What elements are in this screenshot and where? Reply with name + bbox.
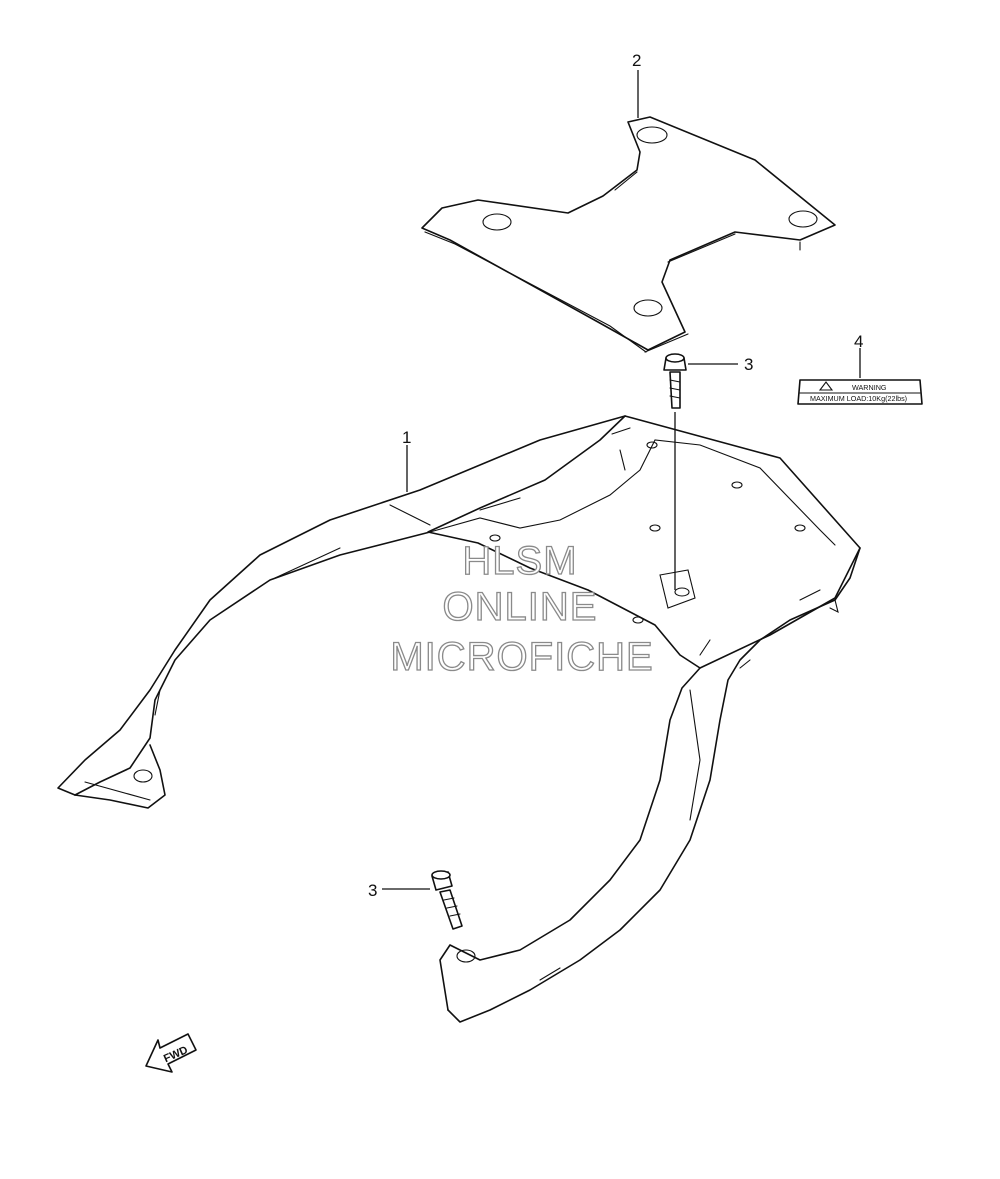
- bolt-lower: [431, 870, 463, 930]
- callout-3-upper: 3: [744, 355, 753, 374]
- watermark: HLSM ONLINE MICROFICHE: [390, 538, 654, 679]
- callout-1: 1: [402, 428, 411, 447]
- carrier-cover-plate: [421, 116, 836, 353]
- forward-arrow-icon: FWD: [145, 1033, 197, 1073]
- callout-2: 2: [632, 51, 641, 70]
- watermark-line2: ONLINE: [443, 585, 598, 629]
- callout-4: 4: [854, 332, 863, 351]
- rear-carrier-frame: [57, 415, 861, 1023]
- callout-3-lower: 3: [368, 881, 377, 900]
- warning-label: WARNING MAXIMUM LOAD:10Kg(22lbs): [797, 379, 923, 405]
- warning-label-heading: WARNING: [852, 383, 887, 392]
- watermark-line1: HLSM: [462, 539, 577, 583]
- watermark-line3: MICROFICHE: [390, 635, 653, 679]
- warning-label-text: MAXIMUM LOAD:10Kg(22lbs): [810, 394, 907, 403]
- bolt-upper: [663, 353, 687, 409]
